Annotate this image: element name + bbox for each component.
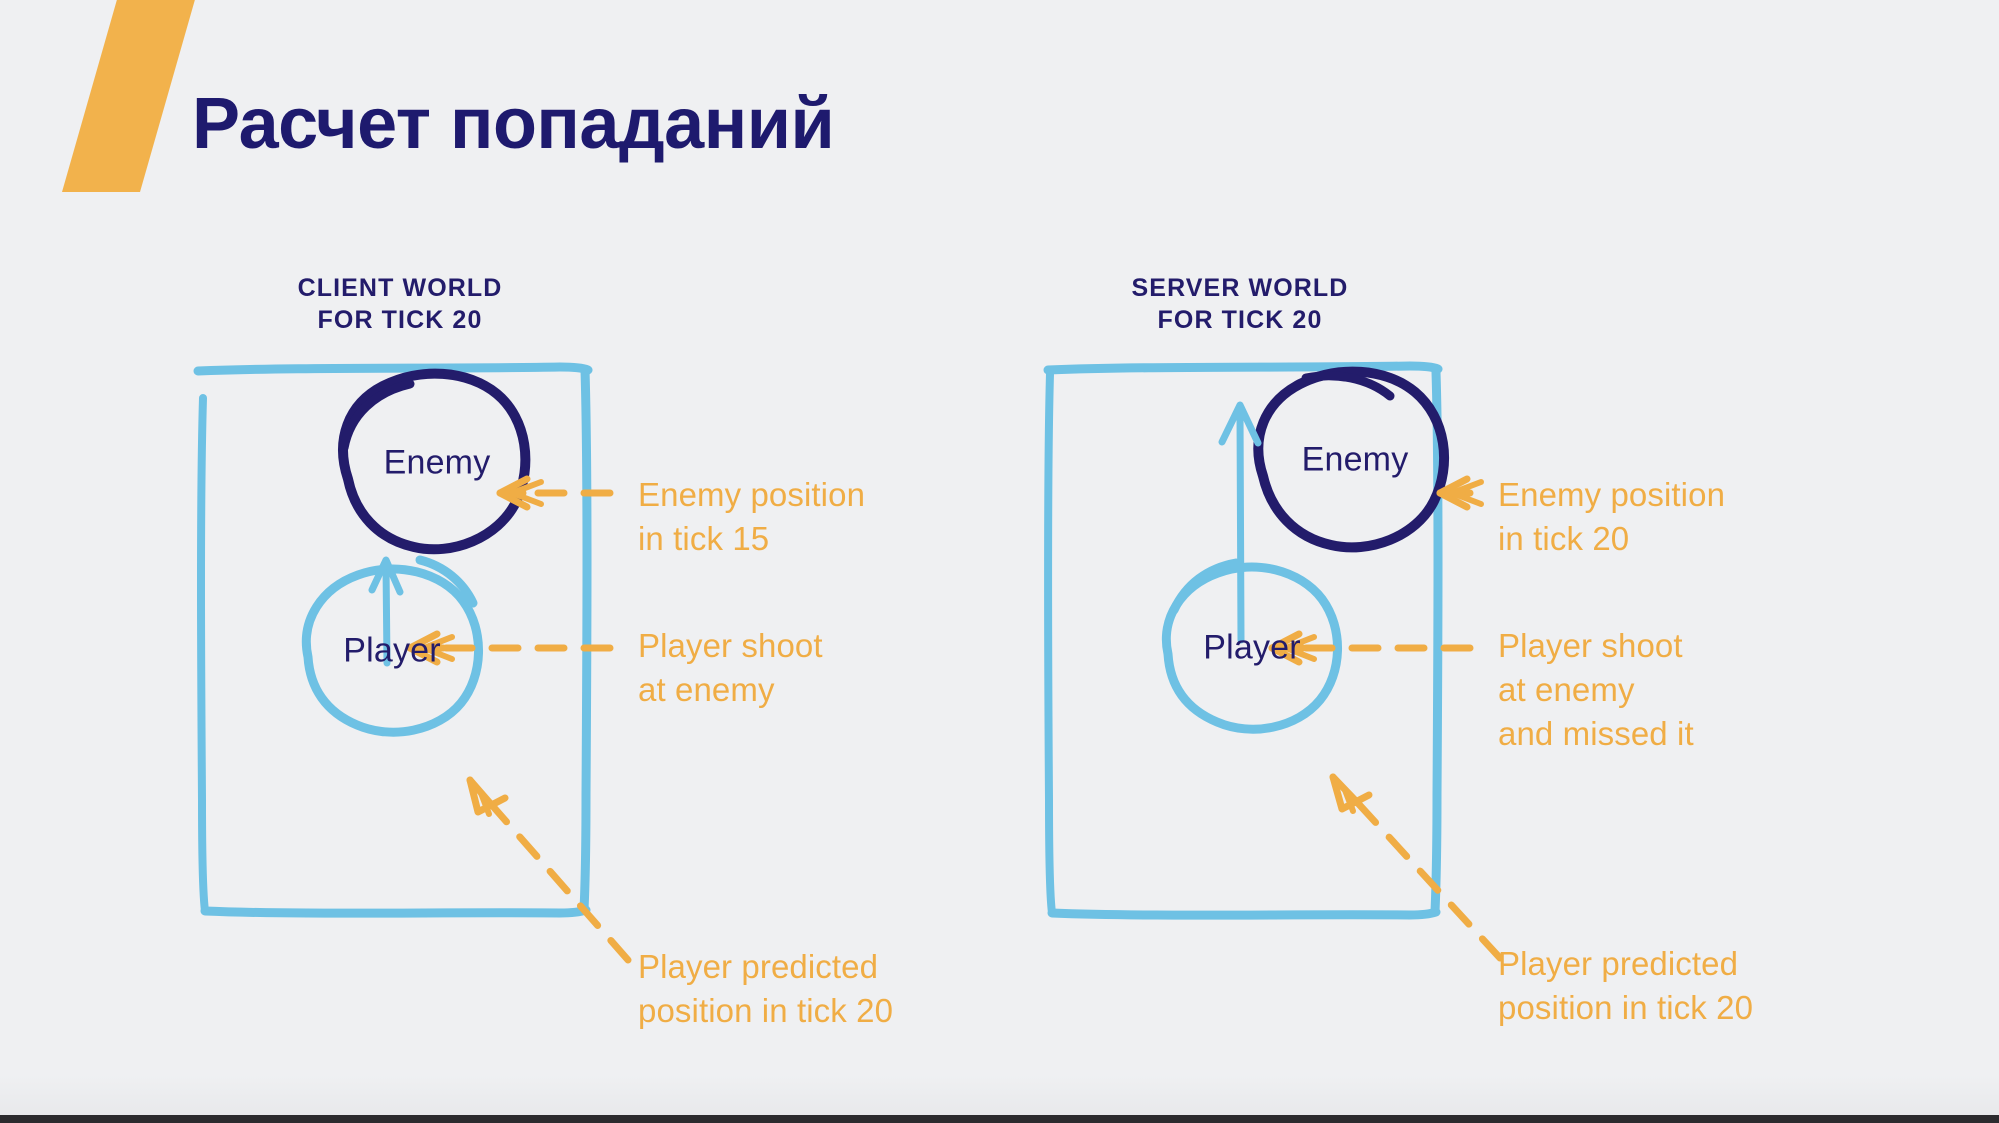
server-shoot-arrow bbox=[1218, 401, 1262, 644]
server-predicted-annotation-arrow bbox=[1329, 773, 1504, 962]
server-player-shoot-annotation: Player shoot at enemy and missed it bbox=[1498, 627, 1694, 752]
server-shoot-annotation-arrow bbox=[1268, 630, 1474, 666]
server-panel-header: SERVER WORLD FOR TICK 20 bbox=[1131, 274, 1349, 334]
page-title: Расчет попаданий bbox=[192, 84, 835, 164]
client-enemy-annotation-arrow bbox=[496, 475, 614, 511]
server-enemy-label: Enemy bbox=[1301, 440, 1409, 479]
client-predicted-annotation-arrow bbox=[466, 776, 632, 964]
server-enemy-position-annotation: Enemy position in tick 20 bbox=[1498, 476, 1726, 557]
client-panel-header: CLIENT WORLD FOR TICK 20 bbox=[297, 274, 503, 334]
client-enemy-position-annotation: Enemy position in tick 15 bbox=[638, 476, 866, 557]
server-player-predicted-annotation: Player predicted position in tick 20 bbox=[1498, 945, 1754, 1026]
client-enemy-label: Enemy bbox=[383, 443, 491, 482]
server-player-label: Player bbox=[1203, 628, 1301, 667]
client-player-label: Player bbox=[343, 631, 441, 670]
bottom-bar bbox=[0, 1115, 1999, 1123]
client-player-shoot-annotation: Player shoot at enemy bbox=[638, 627, 823, 708]
bottom-sheen bbox=[0, 1075, 1999, 1115]
server-enemy-annotation-arrow bbox=[1436, 475, 1484, 511]
client-player-predicted-annotation: Player predicted position in tick 20 bbox=[638, 948, 894, 1029]
